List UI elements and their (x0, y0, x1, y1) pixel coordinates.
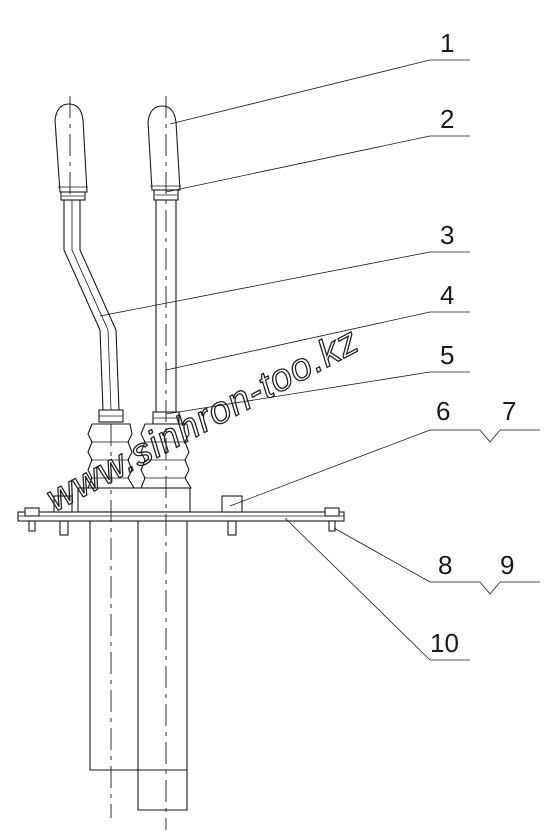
lower-housing (89, 521, 188, 811)
callout-7: 7 (502, 396, 516, 426)
callout-6: 6 (436, 396, 450, 426)
center-lines (69, 96, 167, 830)
base-plate (17, 487, 345, 522)
watermark: www.sinhron-too.kz (40, 320, 367, 520)
callout-4: 4 (440, 280, 454, 310)
callout-1: 1 (440, 28, 454, 58)
callout-10: 10 (430, 628, 459, 658)
leader-lines (99, 59, 540, 661)
callout-3: 3 (440, 220, 454, 250)
right-lever-knob (147, 105, 181, 191)
left-lever-knob (54, 103, 88, 193)
callout-9: 9 (500, 550, 514, 580)
callout-labels: 1 2 3 4 5 6 7 8 9 10 (430, 28, 516, 658)
left-lever (54, 103, 124, 423)
callout-5: 5 (440, 340, 454, 370)
callout-2: 2 (440, 104, 454, 134)
callout-8: 8 (438, 550, 452, 580)
mounting-bolts (24, 495, 340, 536)
left-lever-rod (63, 200, 120, 411)
right-lever (147, 105, 181, 425)
